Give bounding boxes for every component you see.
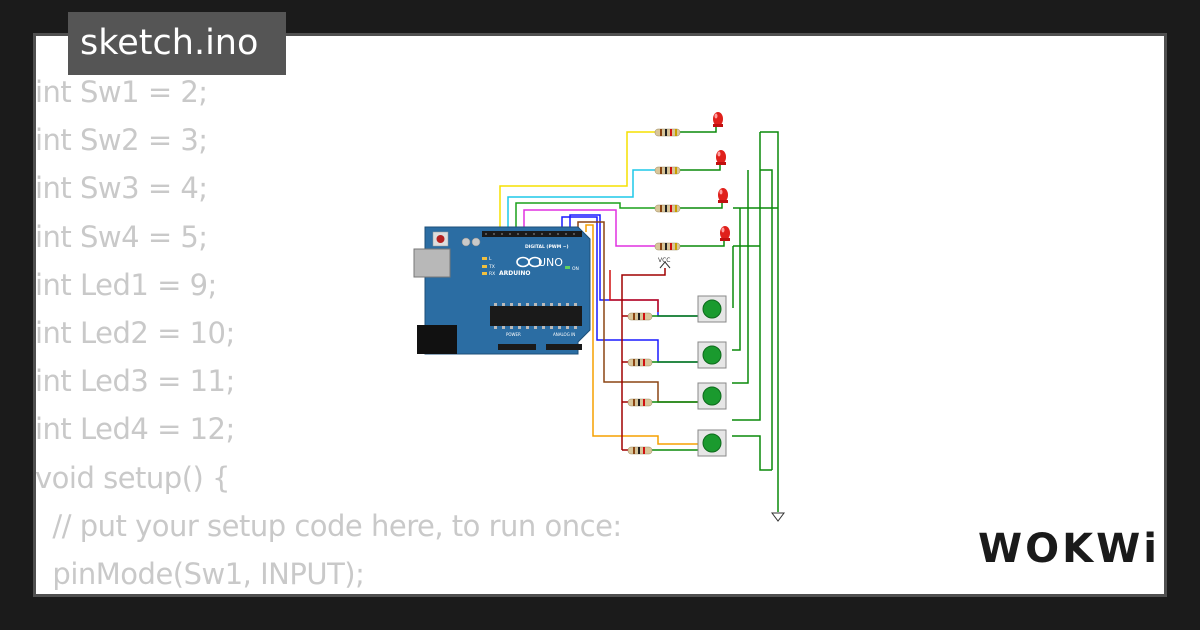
vcc-symbol [659,261,671,269]
resistor[interactable] [627,398,653,407]
digital-header [482,231,582,237]
analog-label: ANALOG IN [553,332,575,337]
wire-green-led [515,202,655,232]
file-tab[interactable]: sketch.ino [68,12,286,75]
led[interactable] [716,150,726,165]
resistor[interactable] [627,312,653,321]
ground-wire [760,131,779,512]
digital-pins-label: DIGITAL (PWM ~) [525,244,569,250]
wire-orange [585,224,698,445]
code-line: int Sw4 = 5; [35,219,208,254]
code-line: int Sw3 = 4; [35,171,208,206]
resistor[interactable] [627,358,653,367]
pushbutton[interactable] [697,429,727,457]
power-jack [417,325,457,354]
resistor[interactable] [654,128,681,137]
ground-wire [732,435,772,471]
wire-yellow [499,131,655,232]
led[interactable] [720,226,730,241]
wire-brown [577,221,698,403]
arduino-uno-board[interactable]: UNO ARDUINO DIGITAL (PWM ~) POWER ANALOG… [413,226,591,355]
on-led-label: ON [572,266,579,272]
pushbutton[interactable] [697,295,727,323]
wire-magenta [523,209,655,247]
arduino-logo-icon [516,256,542,268]
resistor[interactable] [627,446,653,455]
code-preview: int Sw1 = 2; int Sw2 = 3; int Sw3 = 4; i… [35,68,622,598]
pushbutton[interactable] [697,382,727,410]
tx-led-label: TX [488,264,495,270]
led[interactable] [718,188,728,203]
power-header [498,344,536,350]
ground-symbol [771,512,785,522]
led[interactable] [713,112,723,127]
pushbutton[interactable] [697,341,727,369]
code-line: int Led2 = 10; [35,316,235,351]
code-line: int Sw1 = 2; [35,75,208,109]
wokwi-logo: WOKWi [978,526,1160,572]
ground-wire [732,132,761,421]
vcc-label: VCC [658,257,670,264]
code-line: // put your setup code here, to run once… [35,508,622,543]
rx-led-label: RX [489,271,495,277]
l-led-label: L [489,256,492,262]
wire-cyan [507,169,655,232]
analog-header [546,344,582,350]
code-line: int Led4 = 12; [35,412,235,447]
code-line: pinMode(Sw1, INPUT); [35,557,365,592]
board-model-label: UNO [538,256,563,269]
resistor[interactable] [654,166,681,175]
code-line: void setup() { [35,460,231,495]
ground-wire [760,169,773,470]
ground-wire [732,170,749,384]
usb-connector [413,248,451,278]
ground-wire [732,208,741,351]
power-label: POWER [506,332,521,337]
preview-card [33,33,1167,597]
wire-red-sw [609,270,659,312]
board-maker-label: ARDUINO [499,270,530,277]
code-line: int Led3 = 11; [35,364,235,399]
resistor[interactable] [654,242,681,251]
code-line: int Sw2 = 3; [35,123,208,158]
resistor[interactable] [654,204,681,213]
atmega-chip [490,306,582,326]
code-line: int Led1 = 9; [35,267,217,302]
